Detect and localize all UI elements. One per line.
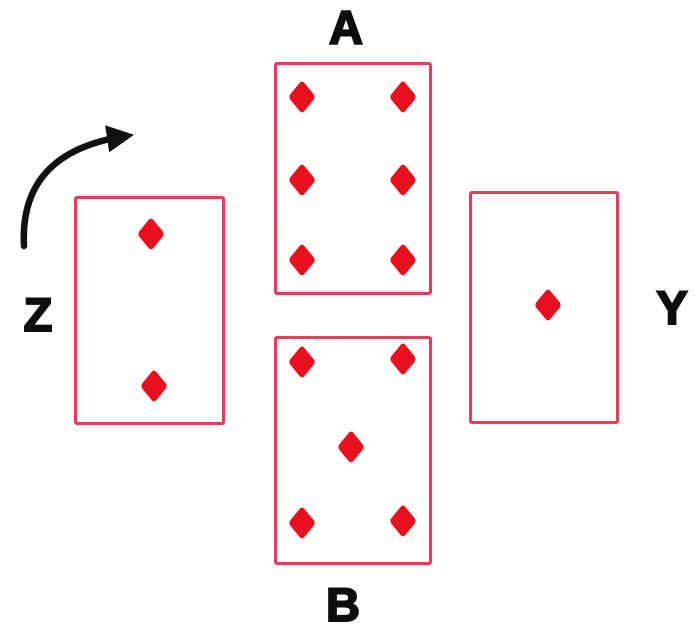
diamond-icon [389,503,418,538]
diamond-icon [288,79,316,114]
diamond-icon [389,79,418,114]
diamond-icon [389,162,418,197]
card-label-b: B [325,578,361,631]
diamond-icon [337,430,366,465]
card-label-a: A [328,1,364,54]
card-b [274,336,432,565]
diamond-icon [534,288,563,323]
card-label-y: Y [655,281,688,334]
diamond-icon [288,345,316,380]
card-a [274,62,432,295]
diamond-icon [288,505,316,540]
curved-arrow-icon [20,125,135,250]
diamond-icon [389,243,418,278]
card-y [469,191,619,424]
card-label-z: Z [23,288,54,341]
diamond-icon [288,243,316,278]
diamond-icon [288,162,316,197]
diamond-icon [139,369,168,404]
card-z [74,196,225,425]
diamond-icon [389,342,418,377]
